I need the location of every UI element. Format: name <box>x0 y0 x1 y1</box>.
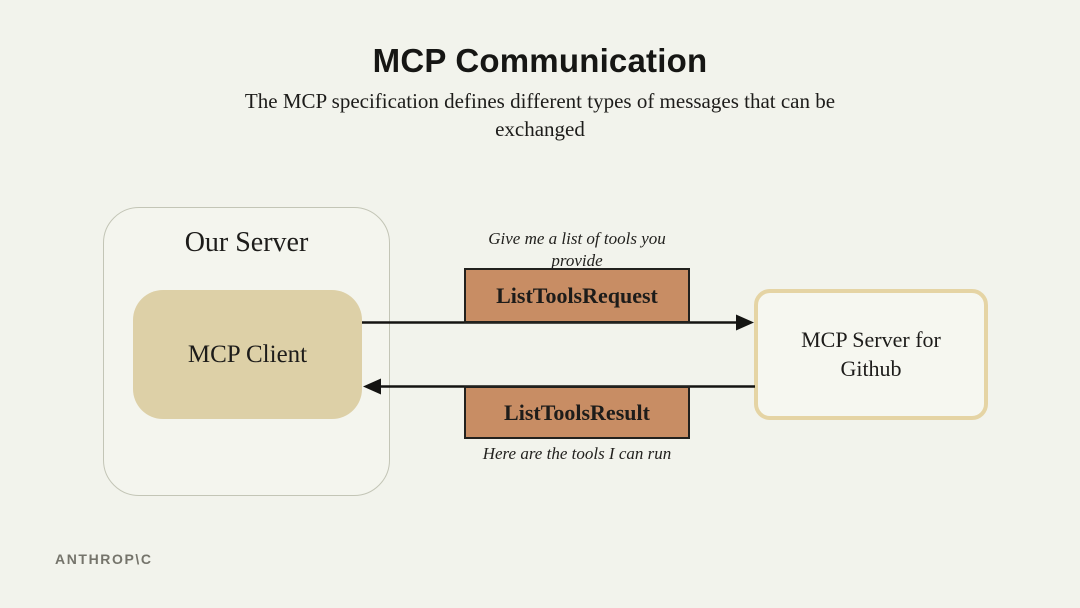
mcp-server-github-label: MCP Server for Github <box>801 326 941 381</box>
anthropic-logo: ANTHROP\C <box>55 551 153 567</box>
mcp-client-box: MCP Client <box>133 290 362 419</box>
list-tools-result-label: ListToolsResult <box>504 399 650 425</box>
page-title: MCP Communication <box>372 42 708 79</box>
list-tools-request-label: ListToolsRequest <box>496 282 658 308</box>
request-annotation: Give me a list of tools you provide <box>488 229 666 271</box>
page-subtitle: The MCP specification defines different … <box>244 89 836 142</box>
mcp-server-github-box: MCP Server for Github <box>754 289 988 420</box>
list-tools-result-box: ListToolsResult <box>464 386 690 439</box>
response-annotation: Here are the tools I can run <box>482 444 672 463</box>
our-server-label: Our Server <box>184 227 309 258</box>
list-tools-request-box: ListToolsRequest <box>464 268 690 323</box>
mcp-client-label: MCP Client <box>187 340 308 368</box>
